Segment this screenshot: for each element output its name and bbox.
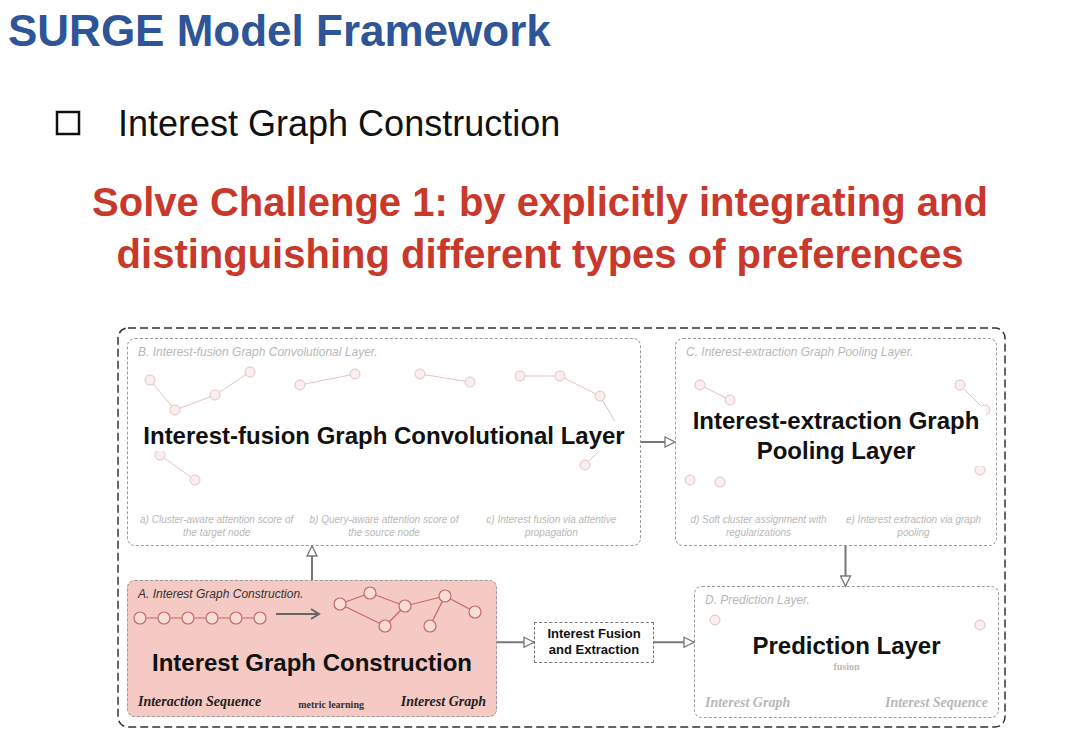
panel-heading: A. Interest Graph Construction.: [138, 587, 303, 601]
decor-shape: [334, 598, 346, 610]
decor-shape: [520, 376, 560, 377]
decor-shape: [975, 620, 985, 630]
process-box: Interest Fusion and Extraction: [534, 622, 654, 663]
decor-shape: [276, 613, 318, 615]
decor-shape: [515, 371, 525, 381]
decor-shape: [134, 612, 146, 624]
decor-shape: [175, 395, 215, 410]
step-note: b) Query-aware attention score of the so…: [305, 513, 462, 539]
decor-shape: [379, 620, 391, 632]
decor-shape: [420, 374, 470, 382]
decor-shape: [399, 600, 411, 612]
decor-shape: [710, 615, 720, 625]
framework-frame: [118, 328, 1005, 727]
panel-heading: C. Interest-extraction Graph Pooling Lay…: [686, 345, 914, 359]
flow-arrow: [654, 641, 694, 643]
decor-shape: [560, 376, 600, 396]
figure-caption: fusion: [833, 661, 859, 672]
text-row: D. Prediction Layer.: [705, 593, 988, 607]
decor-shape: [555, 371, 565, 381]
decor-shape: [340, 604, 385, 626]
decor-shape: [182, 612, 194, 624]
decor-shape: [206, 612, 218, 624]
decor-shape: [295, 380, 305, 390]
decor-shape: [160, 455, 195, 480]
panel-heading: D. Prediction Layer.: [705, 593, 810, 607]
flow-arrow: [641, 441, 675, 443]
text-row: Interest Graph Interest Sequence: [705, 695, 988, 711]
metric-arrow: [276, 609, 319, 619]
figure-caption: Interest Sequence: [885, 695, 988, 711]
flow-arrow: [845, 546, 847, 586]
decor-shape: [155, 450, 165, 460]
decor-shape: [170, 405, 180, 415]
decor-shape: [955, 380, 965, 390]
decor-shape: [439, 590, 451, 602]
decor-shape: [595, 391, 605, 401]
decor-shape: [685, 475, 695, 485]
arrow-caption: metric learning: [298, 699, 364, 710]
layer-panel: D. Prediction Layer.Prediction Layerfusi…: [694, 586, 999, 718]
flow-arrow: [497, 641, 534, 643]
text-row: B. Interest-fusion Graph Convolutional L…: [138, 345, 630, 359]
panel-title: Prediction Layer: [748, 631, 944, 661]
highlight-fill: [127, 580, 497, 717]
step-note: a) Cluster-aware attention score of the …: [138, 513, 295, 539]
decor-shape: [145, 375, 155, 385]
highlight-panel: A. Interest Graph Construction. Interest …: [127, 580, 497, 717]
slide-title: SURGE Model Framework: [8, 6, 551, 56]
interest-graph-figure: [334, 587, 481, 632]
decor-shape: [254, 612, 266, 624]
decor-shape: [150, 380, 175, 410]
layer-panel: C. Interest-extraction Graph Pooling Lay…: [675, 338, 997, 546]
step-note: c) Interest fusion via attentive propaga…: [473, 513, 630, 539]
text-row: Interest-extraction Graph Pooling Layer: [686, 359, 986, 513]
decor-shape: [210, 390, 220, 400]
text-row: C. Interest-extraction Graph Pooling Lay…: [686, 345, 986, 359]
decor-shape: [415, 369, 425, 379]
decor-shape: [190, 475, 200, 485]
layer-panel: B. Interest-fusion Graph Convolutional L…: [127, 338, 641, 546]
box-text: Interest Fusion and Extraction: [539, 626, 649, 659]
panel-title: Interest-extraction Graph Pooling Layer: [686, 406, 986, 466]
decor-shape: [215, 372, 250, 395]
text-row: d) Soft cluster assignment with regulari…: [686, 513, 986, 539]
flow-arrow: [311, 546, 313, 580]
decor-shape: [580, 460, 590, 470]
figure-caption: Interest Graph: [401, 694, 486, 710]
panel-title: Interest-fusion Graph Convolutional Laye…: [139, 421, 628, 451]
sequence-chain: [134, 612, 266, 624]
text-row: Prediction Layerfusion: [705, 607, 988, 695]
decor-shape: [715, 477, 725, 487]
decor-shape: [975, 465, 985, 475]
decor-shape: [469, 606, 481, 618]
figure-caption: Interaction Sequence: [138, 694, 261, 710]
bullet-text: Interest Graph Construction: [118, 102, 1018, 145]
text-row: a) Cluster-aware attention score of the …: [138, 513, 630, 539]
text-row: Interest-fusion Graph Convolutional Laye…: [138, 359, 630, 513]
panel-heading: B. Interest-fusion Graph Convolutional L…: [138, 345, 378, 359]
text-row: A. Interest Graph Construction.: [138, 587, 486, 601]
decor-shape: [350, 369, 360, 379]
figure-caption: Interest Graph: [705, 695, 790, 711]
decor-shape: [424, 620, 436, 632]
decor-shape: [311, 609, 319, 619]
decor-shape: [300, 374, 355, 385]
text-row: Interest Graph Construction: [138, 631, 486, 694]
decor-shape: [158, 612, 170, 624]
text-row: Interest Fusion and Extraction: [539, 626, 649, 659]
step-note: d) Soft cluster assignment with regulari…: [686, 513, 831, 539]
decor-shape: [695, 380, 705, 390]
decor-shape: [465, 377, 475, 387]
panel-title: Interest Graph Construction: [148, 648, 476, 678]
decor-shape: [364, 587, 376, 599]
step-note: e) Interest extraction via graph pooling: [841, 513, 986, 539]
challenge-heading: Solve Challenge 1: by explicitly integra…: [10, 176, 1070, 280]
decor-shape: [725, 395, 735, 405]
checkbox-bullet: [57, 112, 79, 134]
text-row: Interaction Sequence metric learning Inter…: [138, 694, 486, 710]
decor-shape: [230, 612, 242, 624]
decor-shape: [245, 367, 255, 377]
